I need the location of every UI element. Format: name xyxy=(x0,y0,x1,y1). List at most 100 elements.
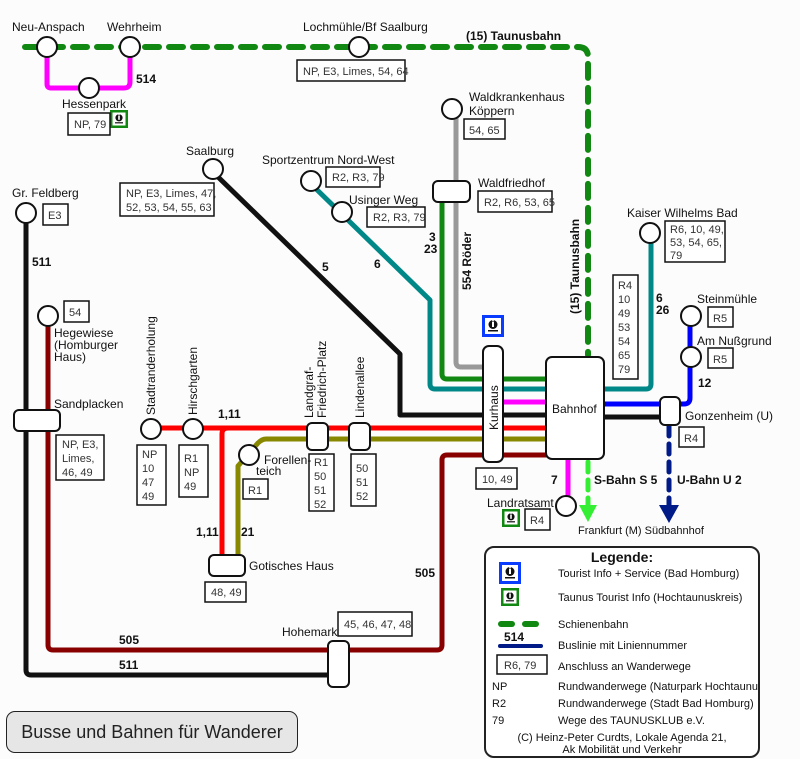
trail-text: 49 xyxy=(184,481,196,493)
station-label: Lindenallee xyxy=(353,356,367,418)
stop-steinmuehle[interactable] xyxy=(680,305,702,327)
destination-label: Frankfurt (M) Südbahnhof xyxy=(578,525,705,537)
station-label: Lochmühle/Bf Saalburg xyxy=(303,20,428,34)
trail-text: 51 xyxy=(356,477,368,489)
trail-text: 54 xyxy=(618,336,630,348)
hub-waldfriedhof[interactable] xyxy=(432,180,471,203)
trail-text: 52 xyxy=(356,491,368,503)
hub-gonzenheim[interactable] xyxy=(659,396,681,426)
stop-gr-feldberg[interactable] xyxy=(15,202,37,224)
station-label: Am Nußgrund xyxy=(697,334,772,348)
hub-hohemark[interactable] xyxy=(327,640,350,688)
hub-kurhaus[interactable] xyxy=(482,345,504,463)
trail-text: 65 xyxy=(618,350,630,362)
station-label: Friedrich-Platz xyxy=(315,341,329,418)
trail-text: R5 xyxy=(713,313,727,325)
line-number: 554 Röder xyxy=(460,232,474,290)
station-label: Sandplacken xyxy=(54,397,123,411)
trail-text: 54, 65 xyxy=(469,125,500,137)
legend-abbr-key: NP xyxy=(492,681,507,693)
station-label: (Homburger xyxy=(54,338,118,352)
hub-lindenallee[interactable] xyxy=(348,422,371,451)
trail-box-waldfriedhof xyxy=(477,190,553,213)
legend-title: Legende: xyxy=(591,549,653,565)
line-number: 1,11 xyxy=(196,525,219,539)
trail-text: 52, 53, 54, 55, 63 xyxy=(126,202,212,214)
stop-sportzentrum[interactable] xyxy=(300,170,322,192)
trail-box-landratsamt xyxy=(524,508,551,531)
tourist-info-blue-icon xyxy=(499,562,521,584)
station-label: Steinmühle xyxy=(697,292,757,306)
bus-line-3-23 xyxy=(439,197,551,382)
stop-usinger-weg[interactable] xyxy=(331,201,353,223)
line-number: 511 xyxy=(32,255,52,269)
trail-text: 47 xyxy=(142,477,154,489)
trail-box-lochmuehle xyxy=(296,59,406,82)
stop-hirschgarten[interactable] xyxy=(182,418,204,440)
legend-label: Schienenbahn xyxy=(558,619,628,631)
bus-line-511 xyxy=(23,209,341,678)
station-label: Landgraf- xyxy=(302,367,316,418)
trail-text: NP, 79 xyxy=(74,119,106,131)
trail-box-kaiser-wilhelms-bad xyxy=(664,220,726,263)
station-label: Hohemark xyxy=(282,625,338,639)
station-label: Kaiser Wilhelms Bad xyxy=(627,206,738,220)
station-label: Gr. Feldberg xyxy=(12,186,79,200)
stop-stadtranderholung[interactable] xyxy=(140,418,162,440)
station-label: Landratsamt xyxy=(487,496,554,510)
station-label: Kurhaus xyxy=(487,385,501,430)
trail-text: 49 xyxy=(142,491,154,503)
trail-text: NP, E3, xyxy=(62,439,99,451)
legend-credit: (C) Heinz-Peter Curdts, Lokale Agenda 21… xyxy=(517,732,726,744)
station-label: Hegewiese xyxy=(54,326,114,340)
stop-hessenpark[interactable] xyxy=(78,77,100,99)
legend-abbr-label: Wege des TAUNUSKLUB e.V. xyxy=(558,715,705,727)
hub-bahnhof[interactable] xyxy=(545,356,605,460)
stop-neu-anspach[interactable] xyxy=(36,36,58,58)
stop-saalburg[interactable] xyxy=(202,158,224,180)
trail-text: Limes, xyxy=(62,453,94,465)
rail-label: (15) Taunusbahn xyxy=(568,219,582,314)
station-label: Neu-Anspach xyxy=(12,20,85,34)
station-label: Hessenpark xyxy=(62,97,127,111)
legend-label: Anschluss an Wanderwege xyxy=(558,661,691,673)
hub-sandplacken[interactable] xyxy=(13,409,61,432)
trail-box-usinger-weg xyxy=(366,206,426,228)
line-number: 514 xyxy=(136,72,156,86)
trail-box-sportzentrum xyxy=(325,166,381,188)
stop-am-nussgrund[interactable] xyxy=(680,346,702,368)
stop-kaiser-wilhelms-bad[interactable] xyxy=(639,222,661,244)
trail-text: 48, 49 xyxy=(211,587,242,599)
stop-wehrheim[interactable] xyxy=(119,36,141,58)
legend-label: Buslinie mit Liniennummer xyxy=(558,640,687,652)
ubahn-arrow-icon xyxy=(659,505,679,523)
bus-line-5 xyxy=(213,172,551,418)
trail-text: 79 xyxy=(618,364,630,376)
stop-landratsamt[interactable] xyxy=(555,495,577,517)
hub-landgraf[interactable] xyxy=(306,422,329,451)
trail-box-bahnhof xyxy=(612,274,639,380)
station-label: Gotisches Haus xyxy=(249,559,334,573)
taunusbahn-rail-line xyxy=(22,44,591,358)
trail-text: 79 xyxy=(670,250,682,262)
trail-box-gonzenheim xyxy=(678,426,705,448)
line-number: 1,11 xyxy=(218,407,241,421)
trail-box-hessenpark xyxy=(67,112,111,136)
legend-credit: Ak Mobilität und Verkehr xyxy=(562,744,682,756)
station-label: Forellen- xyxy=(264,453,311,467)
stop-forellenteich[interactable] xyxy=(238,444,260,466)
bus-line-554 xyxy=(453,107,495,370)
station-label: Bahnhof xyxy=(552,402,597,416)
trail-text: E3 xyxy=(48,210,61,222)
legend-sample-box: R6, 79 xyxy=(504,660,536,672)
stop-hegewiese[interactable] xyxy=(37,305,59,327)
trail-text: 53, 54, 65, xyxy=(670,237,722,249)
stop-waldkrankenhaus[interactable] xyxy=(441,98,463,120)
sbahn-arrow-icon xyxy=(579,505,597,522)
trail-box-hohemark xyxy=(337,611,413,637)
line-number: 6 xyxy=(656,291,663,305)
stop-lochmuehle[interactable] xyxy=(348,36,370,58)
hub-gotisches-haus[interactable] xyxy=(208,554,246,577)
legend-abbr-key: 79 xyxy=(492,715,504,727)
